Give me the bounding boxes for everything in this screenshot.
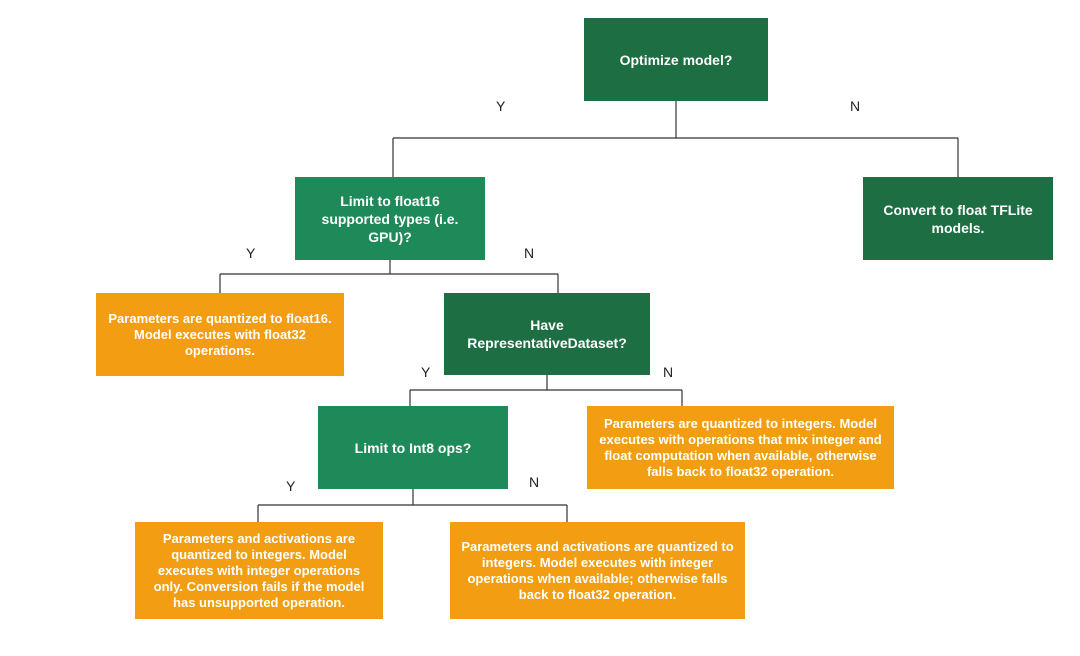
edge-label-optimize-yes: Y [496,98,506,114]
limit-int8-text: Limit to Int8 ops? [354,439,472,456]
connector-float16 [219,260,559,293]
params-int-fallback-node: Parameters and activations are quantized… [450,522,745,619]
have-representative-dataset-text: Have RepresentativeDataset? [467,317,627,351]
edge-label-optimize-no: N [850,98,861,114]
edge-label-int8-no: N [529,474,540,490]
limit-float16-text: Limit to float16 supported types (i.e. G… [321,192,459,245]
connector-int8 [257,489,568,522]
edge-label-rep-no: N [663,364,674,380]
edge-label-rep-yes: Y [421,364,431,380]
convert-float-node: Convert to float TFLite models. [863,177,1053,260]
connector-rep [409,375,683,406]
edge-label-float16-yes: Y [246,245,256,261]
params-int-mix-node: Parameters are quantized to integers. Mo… [587,406,894,489]
limit-int8-node: Limit to Int8 ops? [318,406,508,489]
params-float16-node: Parameters are quantized to float16. Mod… [96,293,344,376]
params-int-only-text: Parameters and activations are quantized… [153,530,365,610]
connector-optimize [392,101,959,177]
edge-label-float16-no: N [524,245,535,261]
params-int-fallback-text: Parameters and activations are quantized… [461,538,734,602]
edge-label-int8-yes: Y [286,478,296,494]
params-float16-text: Parameters are quantized to float16. Mod… [108,310,332,358]
optimize-model-text: Optimize model? [619,51,733,68]
limit-float16-node: Limit to float16 supported types (i.e. G… [295,177,485,260]
params-int-mix-text: Parameters are quantized to integers. Mo… [599,415,882,479]
optimize-model-node: Optimize model? [584,18,768,101]
params-int-only-node: Parameters and activations are quantized… [135,522,383,619]
convert-float-text: Convert to float TFLite models. [883,201,1033,236]
have-representative-dataset-node: Have RepresentativeDataset? [444,293,650,375]
